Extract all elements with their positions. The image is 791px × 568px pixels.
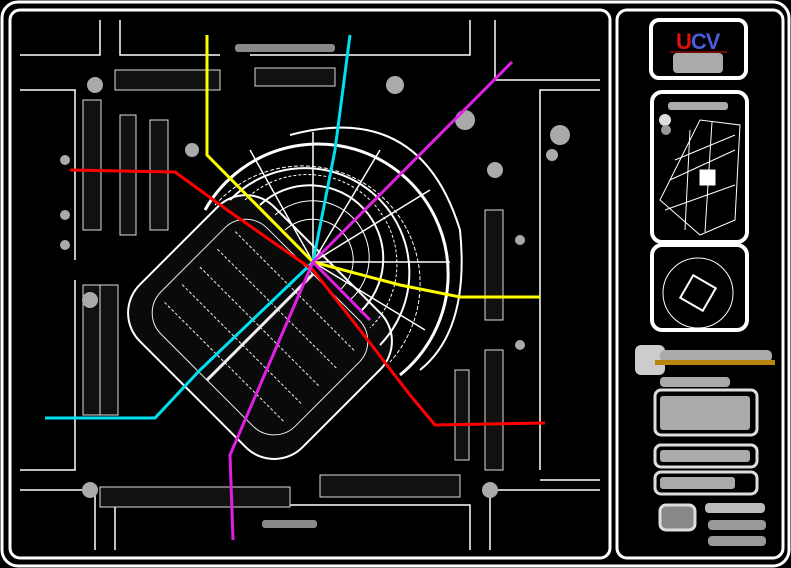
yellow-route xyxy=(205,35,540,299)
title-labels xyxy=(635,345,775,546)
diagonal-housing-block xyxy=(127,194,393,460)
cyan-route xyxy=(45,34,352,420)
parking-strips xyxy=(82,67,504,508)
logo-letters-cv: CV xyxy=(690,29,721,54)
magenta-branch xyxy=(311,260,372,322)
key-plan xyxy=(662,257,734,329)
location-map xyxy=(659,119,741,236)
circulation-lines xyxy=(45,34,546,541)
logo-box xyxy=(649,18,748,80)
drawing-frame xyxy=(8,8,612,560)
institution-text-block xyxy=(673,53,723,73)
key-plan-box xyxy=(650,243,749,332)
plan-labels xyxy=(235,44,335,528)
magenta-route xyxy=(228,60,514,541)
location-map-box xyxy=(650,90,749,244)
red-route xyxy=(69,168,546,427)
ucv-logo: UCV xyxy=(676,29,721,55)
title-block-frame xyxy=(615,8,785,560)
logo-letter-u: U xyxy=(676,29,692,54)
